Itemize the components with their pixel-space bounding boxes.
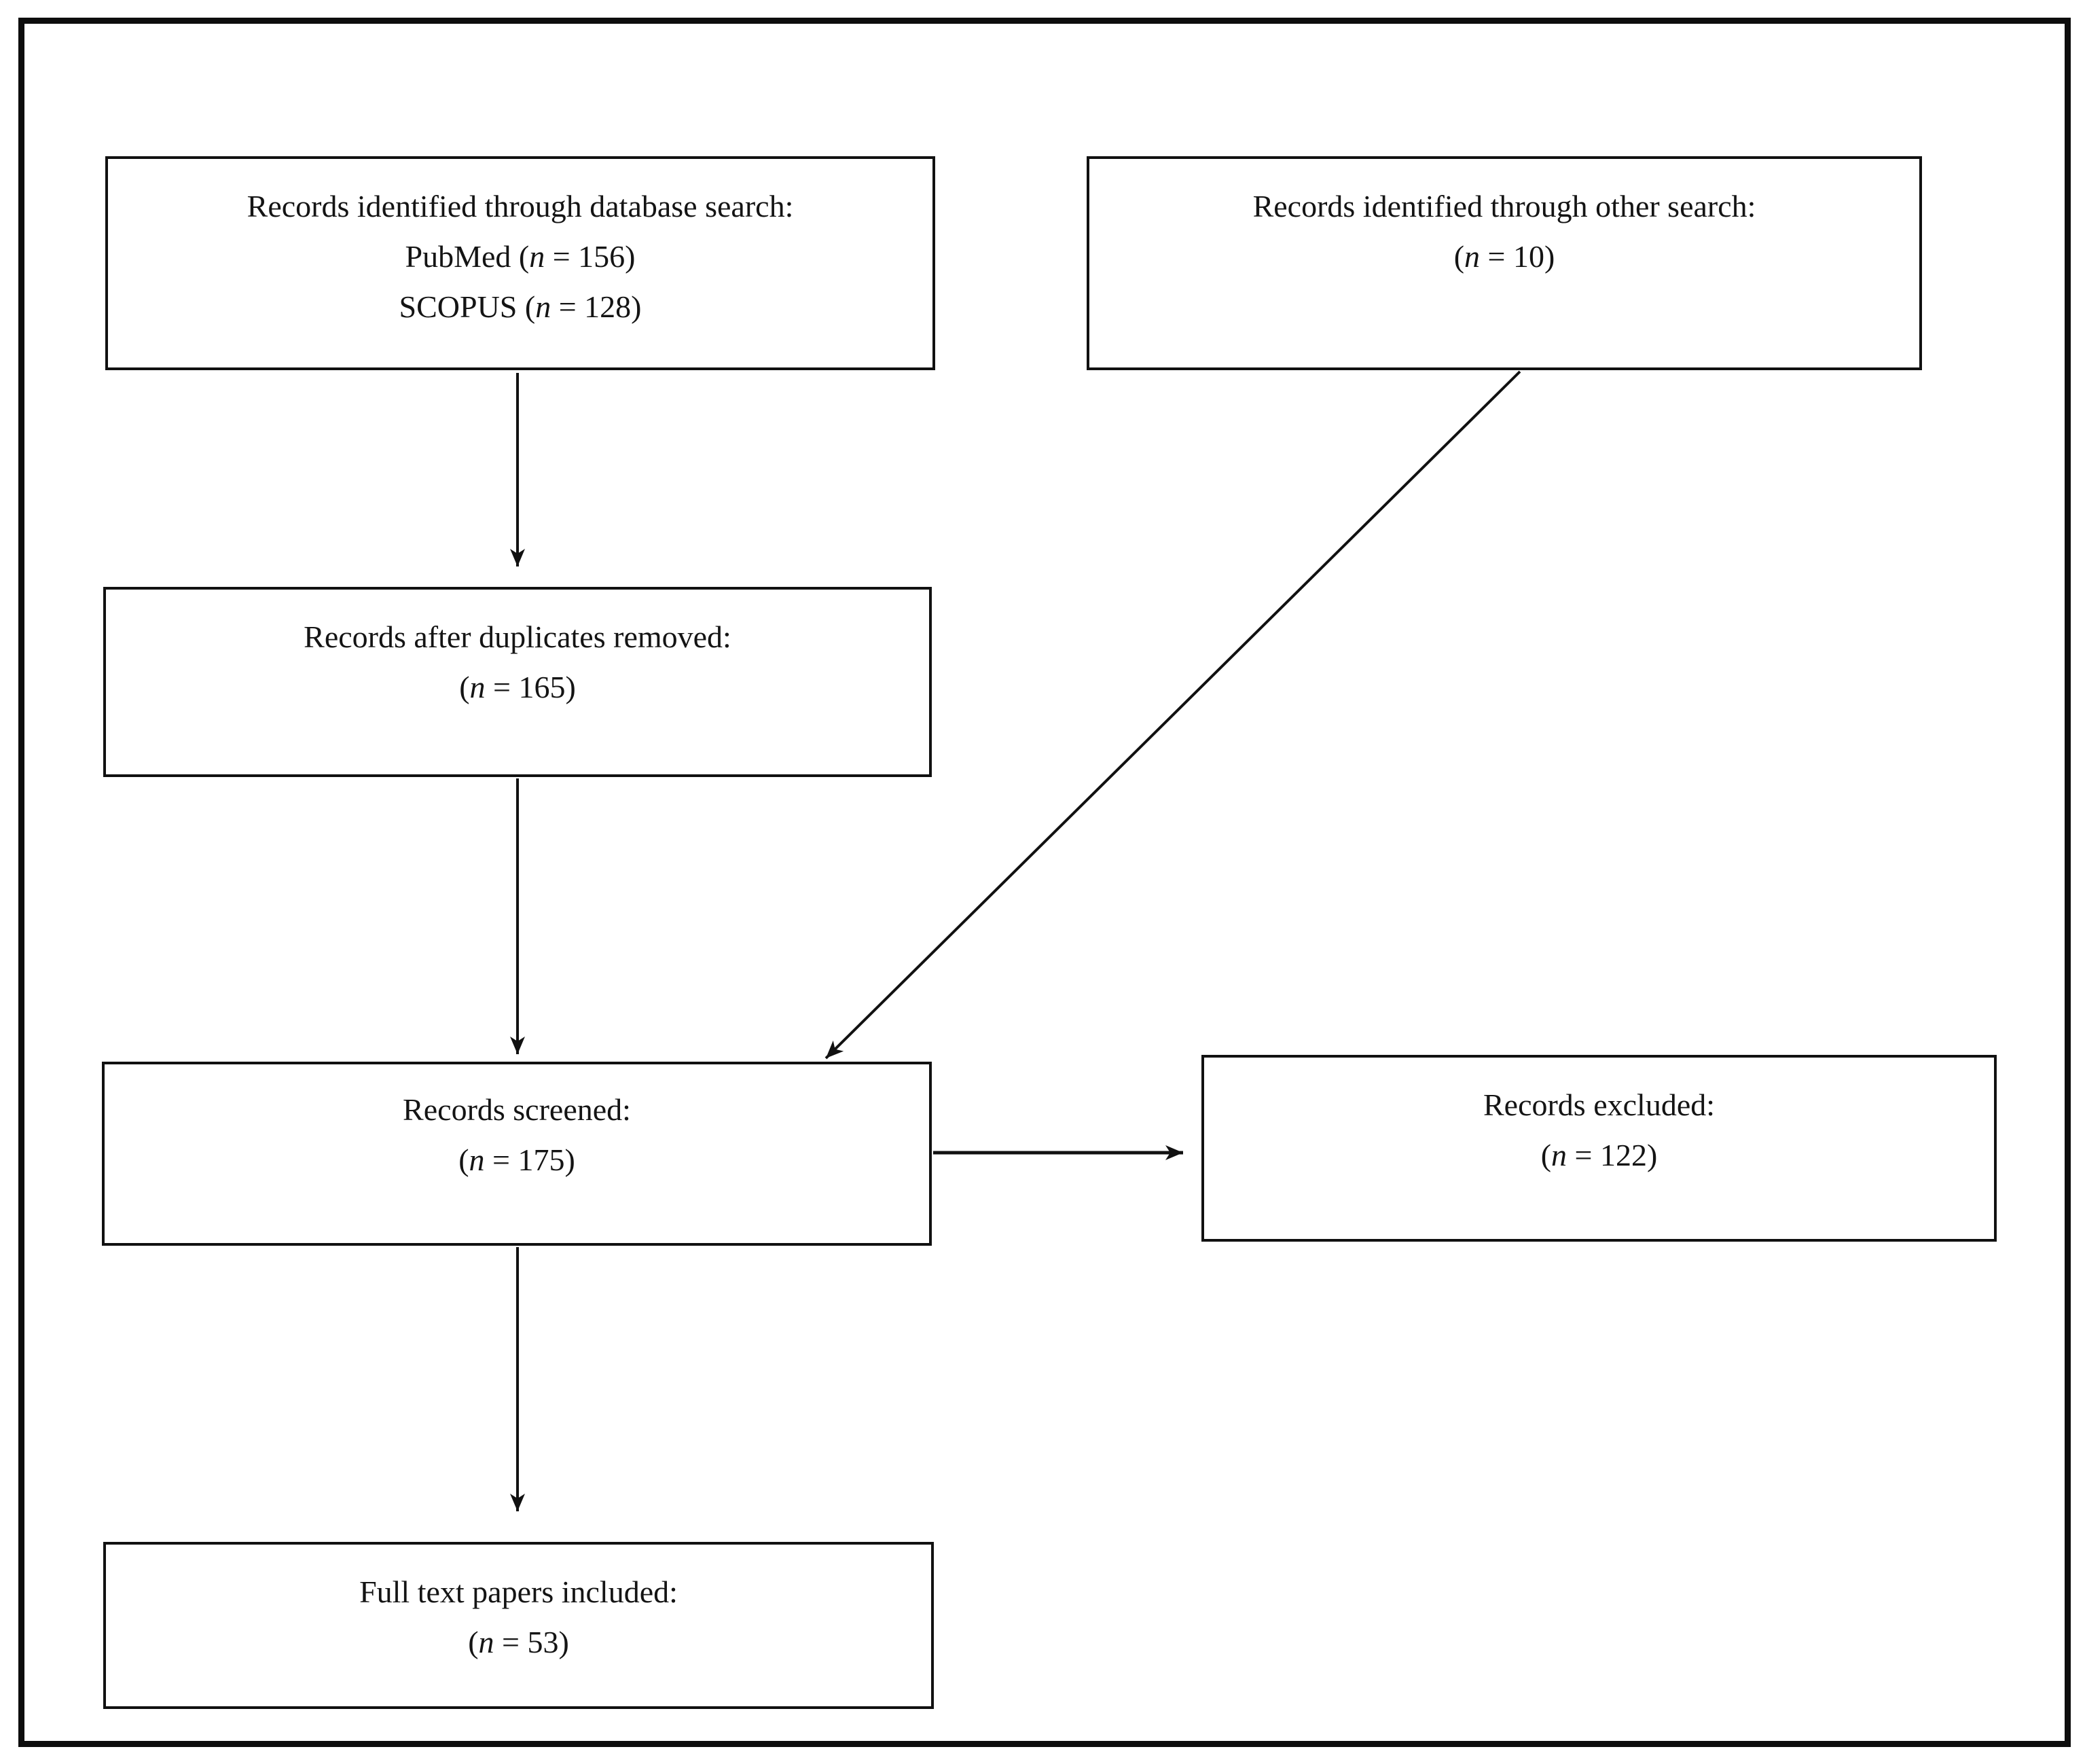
count-post: = 53) [494,1625,569,1659]
box-duplicates-removed: Records after duplicates removed: (n = 1… [103,587,932,777]
count-pre: ( [468,1625,479,1659]
count-pre: ( [1453,239,1465,274]
box-title: Full text papers included: [359,1574,678,1609]
box-title: Records identified through other search: [1252,189,1756,223]
count-n-symbol: n [535,289,551,324]
box-excluded: Records excluded: (n = 122) [1201,1055,1997,1242]
count-pre: SCOPUS ( [399,289,536,324]
count-post: = 165) [485,670,576,704]
box-title: Records identified through database sear… [247,189,794,223]
count-pre: PubMed ( [405,239,530,274]
count-post: = 175) [484,1142,575,1177]
count-post: = 156) [545,239,636,274]
count-line-scopus: SCOPUS (n = 128) [108,282,932,332]
count-pre: ( [459,670,470,704]
box-database-search: Records identified through database sear… [105,156,935,370]
count-n-symbol: n [469,1142,485,1177]
box-other-search: Records identified through other search:… [1087,156,1922,370]
count-line-pubmed: PubMed (n = 156) [108,232,932,282]
count-post: = 10) [1480,239,1555,274]
count-post: = 122) [1567,1138,1658,1172]
count-n-symbol: n [529,239,545,274]
box-screened: Records screened: (n = 175) [102,1062,932,1246]
count-line: (n = 122) [1204,1130,1994,1181]
count-line: (n = 165) [106,662,929,713]
count-n-symbol: n [469,670,486,704]
count-n-symbol: n [478,1625,494,1659]
box-title: Records screened: [403,1092,631,1127]
box-included: Full text papers included: (n = 53) [103,1542,934,1709]
count-n-symbol: n [1551,1138,1567,1172]
count-n-symbol: n [1464,239,1481,274]
count-line: (n = 175) [105,1135,929,1185]
count-pre: ( [458,1142,469,1177]
count-post: = 128) [551,289,642,324]
count-line: (n = 10) [1089,232,1919,282]
box-title: Records after duplicates removed: [304,619,731,654]
box-title: Records excluded: [1483,1087,1716,1122]
outer-border [18,18,2071,1747]
count-pre: ( [1540,1138,1552,1172]
count-line: (n = 53) [106,1617,931,1668]
